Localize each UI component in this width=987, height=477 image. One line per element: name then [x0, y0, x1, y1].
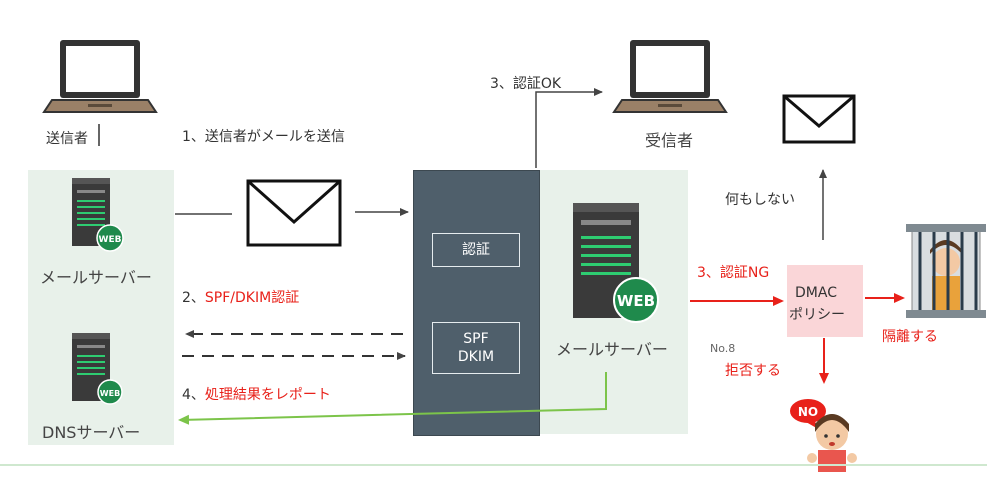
dns-server-label: DNSサーバー — [42, 423, 141, 442]
reject-label: 拒否する — [725, 363, 781, 379]
spf-dkim-box: SPF DKIM — [432, 322, 520, 374]
step2-label: 2、SPF/DKIM認証 — [182, 287, 299, 307]
dmac-policy-box — [787, 265, 863, 337]
mail-server-right-label: メールサーバー — [556, 340, 668, 359]
receiver-laptop-icon — [612, 40, 728, 113]
auth-box: 認証 — [432, 233, 520, 267]
spf-label: SPF — [463, 331, 489, 347]
quarantine-label: 隔離する — [882, 329, 938, 345]
left-mail-server-icon: WEB — [72, 178, 124, 252]
received-envelope-icon — [782, 94, 856, 144]
arrow-report — [178, 372, 607, 425]
step4-label: 4、処理結果をレポート — [182, 384, 331, 404]
dmac-line1: DMAC — [795, 285, 837, 301]
no-bubble-text: NO — [798, 405, 818, 419]
step1-label: 1、送信者がメールを送信 — [182, 129, 345, 145]
dmac-line2: ポリシー — [789, 307, 845, 323]
right-mail-server-icon: WEB — [573, 203, 659, 323]
web-badge-right-text: WEB — [617, 292, 655, 310]
dns-server-icon: WEB — [72, 333, 123, 405]
nothing-label: 何もしない — [725, 192, 795, 208]
web-badge-left-text: WEB — [99, 235, 122, 245]
no-number-label: No.8 — [710, 342, 736, 355]
mail-server-left-label: メールサーバー — [40, 268, 152, 287]
prison-icon — [906, 224, 986, 318]
reject-person-icon: NO — [790, 399, 857, 472]
mail-envelope-icon — [246, 179, 342, 247]
sender-laptop-icon — [42, 40, 158, 113]
step3-ok-label: 3、認証OK — [490, 76, 562, 92]
auth-box-label: 認証 — [462, 242, 490, 258]
step4-prefix: 4、 — [182, 387, 205, 403]
step2-prefix: 2、 — [182, 290, 205, 306]
step2-red-text: SPF/DKIM認証 — [204, 290, 300, 306]
receiver-label: 受信者 — [645, 131, 694, 150]
dkim-label: DKIM — [457, 349, 495, 365]
arrow-auth-ok — [535, 88, 603, 168]
auth-gateway — [413, 170, 540, 436]
step4-red-text: 処理結果をレポート — [204, 387, 331, 403]
web-badge-dns-text: WEB — [100, 389, 120, 398]
sender-label: 送信者 — [46, 131, 88, 147]
step3-ng-label: 3、認証NG — [697, 265, 770, 281]
